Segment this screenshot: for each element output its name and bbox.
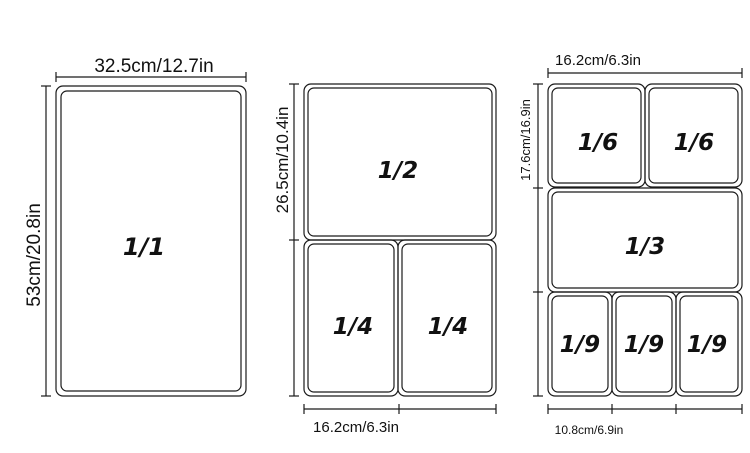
- ninth-pan-right-inner-frame: [679, 295, 739, 393]
- quarter-pan-right-outer-frame: [397, 239, 497, 397]
- full-height-label: 53cm/20.8in: [24, 203, 45, 307]
- quarter-pan-left-label: 1/4: [333, 314, 373, 340]
- quarter-pan-right-inner-frame: [401, 243, 493, 393]
- ninth-pan-middle-label: 1/9: [624, 332, 664, 358]
- sixth-height-label: 17.6cm/16.9in: [518, 99, 533, 181]
- ninth-pan-left-inner-frame: [551, 295, 609, 393]
- full-pan-inner-frame: [60, 90, 242, 392]
- ninth-pan-left-label: 1/9: [560, 332, 600, 358]
- quarter-width-label: 16.2cm/6.3in: [313, 419, 399, 436]
- half-pan-outer-frame: [303, 83, 497, 241]
- full-pan-outer-frame: [55, 85, 247, 397]
- sixth-third-ninth-set: [533, 68, 743, 414]
- sixth-pan-right-label: 1/6: [674, 130, 714, 156]
- third-pan-inner-frame: [551, 191, 739, 289]
- half-pan-label: 1/2: [378, 158, 418, 184]
- sixth-pan-right-inner-frame: [648, 87, 739, 184]
- sixth-pan-right-outer-frame: [644, 83, 743, 188]
- quarter-pan-right-label: 1/4: [428, 314, 468, 340]
- full-width-label: 32.5cm/12.7in: [94, 56, 213, 77]
- quarter-pan-left-inner-frame: [307, 243, 395, 393]
- ninth-pan-right-label: 1/9: [687, 332, 727, 358]
- half-height-label: 26.5cm/10.4in: [273, 107, 292, 214]
- sixth-pan-left-label: 1/6: [578, 130, 618, 156]
- full-pan-set: [41, 72, 247, 397]
- half-quarter-set: [289, 83, 497, 414]
- third-pan-label: 1/3: [625, 234, 665, 260]
- sixth-pan-left-inner-frame: [551, 87, 642, 184]
- full-pan-label: 1/1: [123, 233, 165, 261]
- ninth-pan-right-outer-frame: [675, 291, 743, 397]
- ninth-pan-middle-inner-frame: [615, 295, 673, 393]
- half-pan-inner-frame: [307, 87, 493, 237]
- ninth-width-label: 10.8cm/6.9in: [555, 423, 624, 437]
- sixth-width-label: 16.2cm/6.3in: [555, 52, 641, 69]
